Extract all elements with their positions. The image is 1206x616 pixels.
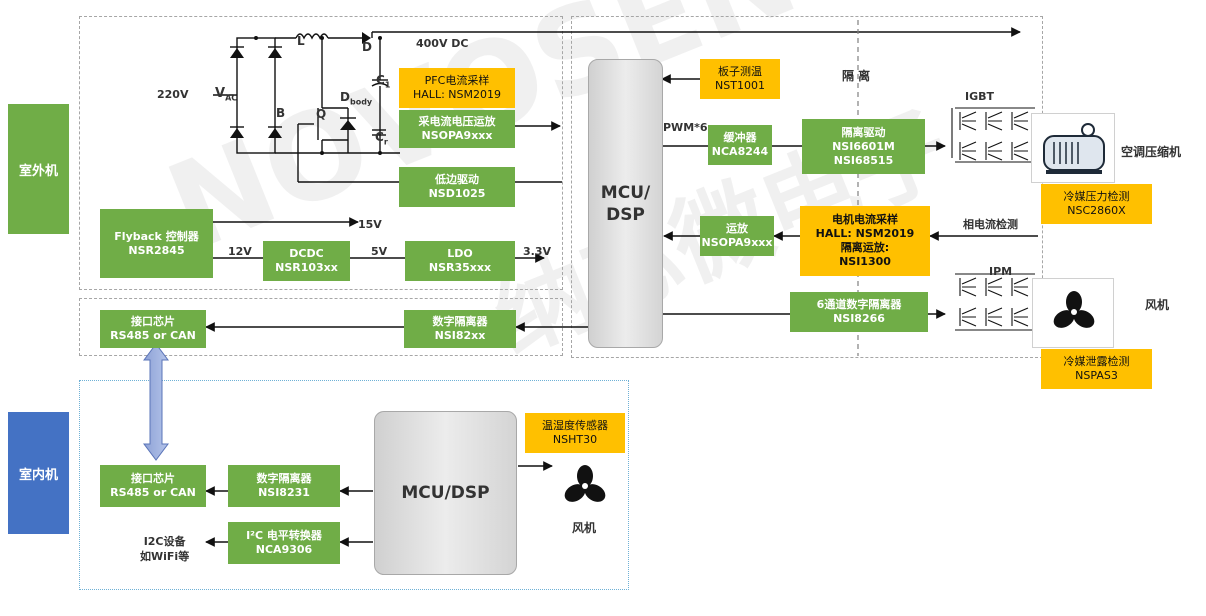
iface-in-title: 接口芯片 <box>131 472 175 485</box>
lowside-driver-block: 低边驱动 NSD1025 <box>399 167 515 207</box>
mcu-dsp-outdoor: MCU/ DSP <box>588 59 663 348</box>
interface-chip-outdoor: 接口芯片 RS485 or CAN <box>100 310 206 348</box>
label-igbt: IGBT <box>965 90 995 103</box>
ldo-part: NSR35xxx <box>428 261 492 274</box>
label-5v: 5V <box>371 245 388 258</box>
leak-part: NSPAS3 <box>1075 369 1118 382</box>
indoor-fan-icon <box>560 462 610 512</box>
iso-in-title: 数字隔离器 <box>256 472 312 485</box>
six-channel-isolator: 6通道数字隔离器 NSI8266 <box>790 292 928 332</box>
level-shifter-block: I²C 电平转换器 NCA9306 <box>228 522 340 564</box>
motor-sense-iso: 隔离运放: <box>840 241 890 254</box>
mcu-dsp-indoor: MCU/DSP <box>374 411 517 575</box>
buffer-title: 缓冲器 <box>723 131 757 144</box>
humidity-temp-sensor: 温湿度传感器 NSHT30 <box>525 413 625 453</box>
label-i2c-devices: I2C设备 如WiFi等 <box>140 534 189 564</box>
label-isolation: 隔 离 <box>842 69 871 83</box>
label-vac: VAC <box>215 86 238 103</box>
label-c1: C1 <box>376 73 391 90</box>
label-3v3: 3.3V <box>523 245 551 258</box>
level-title: I²C 电平转换器 <box>246 529 322 542</box>
isodrv-title: 隔离驱动 <box>841 125 886 139</box>
motor-sense-title: 电机电流采样 <box>832 213 898 226</box>
label-cr: Cr <box>375 130 388 147</box>
motor-current-sense: 电机电流采样 HALL: NSM2019 隔离运放: NSI1300 <box>800 206 930 276</box>
indoor-region <box>79 380 629 590</box>
iso-in-part: NSI8231 <box>258 486 310 499</box>
label-fan-outdoor: 风机 <box>1145 298 1170 312</box>
label-compressor: 空调压缩机 <box>1121 145 1182 159</box>
lowside-part: NSD1025 <box>428 187 486 200</box>
refrigerant-leak-sensor: 冷媒泄露检测 NSPAS3 <box>1041 349 1152 389</box>
dcdc-part: NSR103xx <box>275 261 338 274</box>
dcdc-title: DCDC <box>289 247 324 260</box>
iface-out-title: 接口芯片 <box>131 315 175 328</box>
isodrv-part2: NSI68515 <box>833 153 894 167</box>
temp-title: 板子测温 <box>718 65 762 78</box>
label-d: D <box>362 40 372 54</box>
temp-part: NST1001 <box>715 79 765 92</box>
label-pwm: PWM*6 <box>663 121 708 134</box>
isolated-driver-block: 隔离驱动 NSI6601M NSI68515 <box>802 119 925 174</box>
iface-out-part: RS485 or CAN <box>110 329 196 342</box>
outdoor-side-label: 室外机 <box>8 104 69 234</box>
opa-outdoor-block: 采电流电压运放 NSOPA9xxx <box>399 110 515 148</box>
compressor-icon <box>1031 113 1115 183</box>
label-400v: 400V DC <box>416 37 469 50</box>
label-fan-indoor: 风机 <box>572 521 597 535</box>
opa-motor-title: 运放 <box>726 222 748 235</box>
label-phase-current: 相电流检测 <box>963 218 1018 231</box>
digital-isolator-outdoor: 数字隔离器 NSI82xx <box>404 310 516 348</box>
buffer-part: NCA8244 <box>711 145 769 158</box>
pressure-title: 冷媒压力检测 <box>1063 190 1130 203</box>
motor-sense-hall: HALL: NSM2019 <box>815 227 915 240</box>
pfc-part: HALL: NSM2019 <box>413 88 501 101</box>
flyback-part: NSR2845 <box>128 243 185 257</box>
outdoor-fan-icon <box>1032 278 1114 348</box>
opa-motor-part: NSOPA9xxx <box>701 236 773 249</box>
flyback-title: Flyback 控制器 <box>114 229 199 243</box>
pressure-part: NSC2860X <box>1067 204 1126 217</box>
isodrv-part1: NSI6601M <box>832 139 895 153</box>
opa-outdoor-part: NSOPA9xxx <box>421 129 493 142</box>
opa-motor-block: 运放 NSOPA9xxx <box>700 216 774 256</box>
humid-part: NSHT30 <box>552 433 598 446</box>
i2c-dev-line1: I2C设备 <box>143 535 186 548</box>
level-part: NCA9306 <box>255 543 313 556</box>
ldo-block: LDO NSR35xxx <box>405 241 515 281</box>
label-l: L <box>297 34 305 48</box>
iface-in-part: RS485 or CAN <box>110 486 196 499</box>
lowside-title: 低边驱动 <box>435 173 479 186</box>
board-temp-sensor: 板子测温 NST1001 <box>700 59 780 99</box>
pfc-title: PFC电流采样 <box>424 74 490 87</box>
label-ipm: IPM <box>989 265 1013 278</box>
power-region <box>79 16 563 290</box>
label-15v: 15V <box>358 218 382 231</box>
iso-out-title: 数字隔离器 <box>432 315 488 328</box>
label-q: Q <box>316 107 327 121</box>
iso6-title: 6通道数字隔离器 <box>816 298 902 311</box>
i2c-dev-line2: 如WiFi等 <box>140 550 190 563</box>
interface-chip-indoor: 接口芯片 RS485 or CAN <box>100 465 206 507</box>
label-dbody: Dbody <box>340 90 373 107</box>
dcdc-block: DCDC NSR103xx <box>263 241 350 281</box>
iso-out-part: NSI82xx <box>434 329 486 342</box>
indoor-side-label: 室内机 <box>8 412 69 534</box>
ldo-title: LDO <box>447 247 473 260</box>
flyback-controller-block: Flyback 控制器 NSR2845 <box>100 209 213 278</box>
leak-title: 冷媒泄露检测 <box>1063 355 1130 368</box>
motor-sense-part: NSI1300 <box>839 255 891 268</box>
digital-isolator-indoor: 数字隔离器 NSI8231 <box>228 465 340 507</box>
pfc-current-sense: PFC电流采样 HALL: NSM2019 <box>399 68 515 108</box>
humid-title: 温湿度传感器 <box>542 419 608 432</box>
refrigerant-pressure-sensor: 冷媒压力检测 NSC2860X <box>1041 184 1152 224</box>
iso6-part: NSI8266 <box>833 312 885 325</box>
buffer-block: 缓冲器 NCA8244 <box>708 125 772 165</box>
opa-outdoor-title: 采电流电压运放 <box>418 115 496 128</box>
label-220v: 220V <box>157 88 189 101</box>
label-b: B <box>276 106 286 120</box>
label-12v: 12V <box>228 245 252 258</box>
